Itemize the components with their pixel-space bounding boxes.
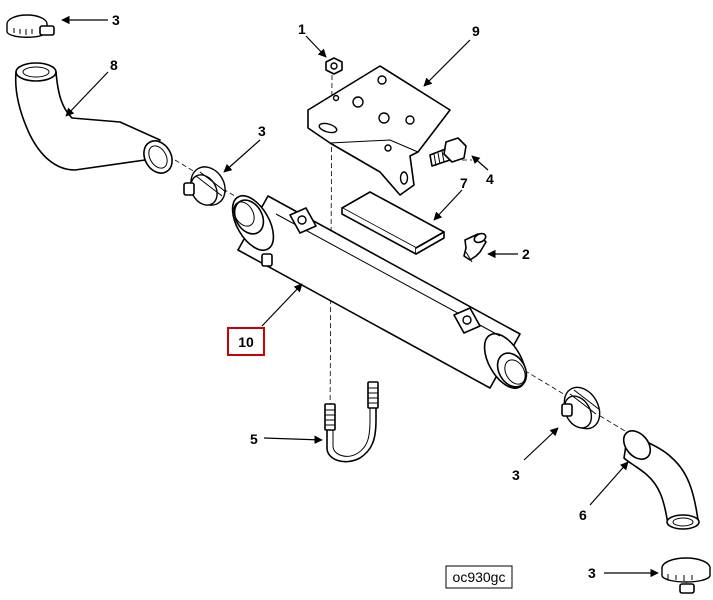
callout-7: 7 [460, 175, 468, 191]
callout-5: 5 [250, 431, 258, 447]
hose-clamp-top-left [6, 14, 55, 38]
hose-clamp-bottom-right [661, 557, 711, 594]
callout-3-bottom-right: 3 [588, 565, 596, 581]
hose-clamp-middle-right [561, 386, 601, 430]
callout-10-highlight-box [227, 327, 265, 356]
mounting-bolt [429, 137, 467, 167]
callout-3-middle-left: 3 [258, 123, 266, 139]
callout-8: 8 [110, 57, 118, 73]
elbow-fitting [463, 232, 487, 263]
rubber-pad [341, 191, 445, 255]
callout-3-top-left: 3 [112, 12, 120, 28]
callout-4: 4 [486, 171, 494, 187]
hex-nut [325, 57, 343, 75]
callout-9: 9 [472, 23, 480, 39]
reference-code-box [445, 565, 513, 589]
callout-2: 2 [522, 246, 530, 262]
upper-hose [14, 62, 173, 174]
callout-6: 6 [579, 507, 587, 523]
cooler-mounting-pad-left [289, 207, 317, 234]
cooler-mounting-pad-right [453, 307, 481, 334]
hose-clamp-middle-left [183, 166, 227, 206]
oil-cooler-body [231, 195, 528, 389]
u-bolt [324, 381, 379, 463]
leader-lines [61, 15, 659, 578]
callout-3-middle-right: 3 [512, 467, 520, 483]
reference-code: oc930gc [453, 569, 506, 585]
lower-hose [622, 430, 700, 530]
callout-1: 1 [298, 21, 306, 37]
callout-10: 10 [238, 334, 254, 350]
mounting-bracket [307, 65, 451, 196]
